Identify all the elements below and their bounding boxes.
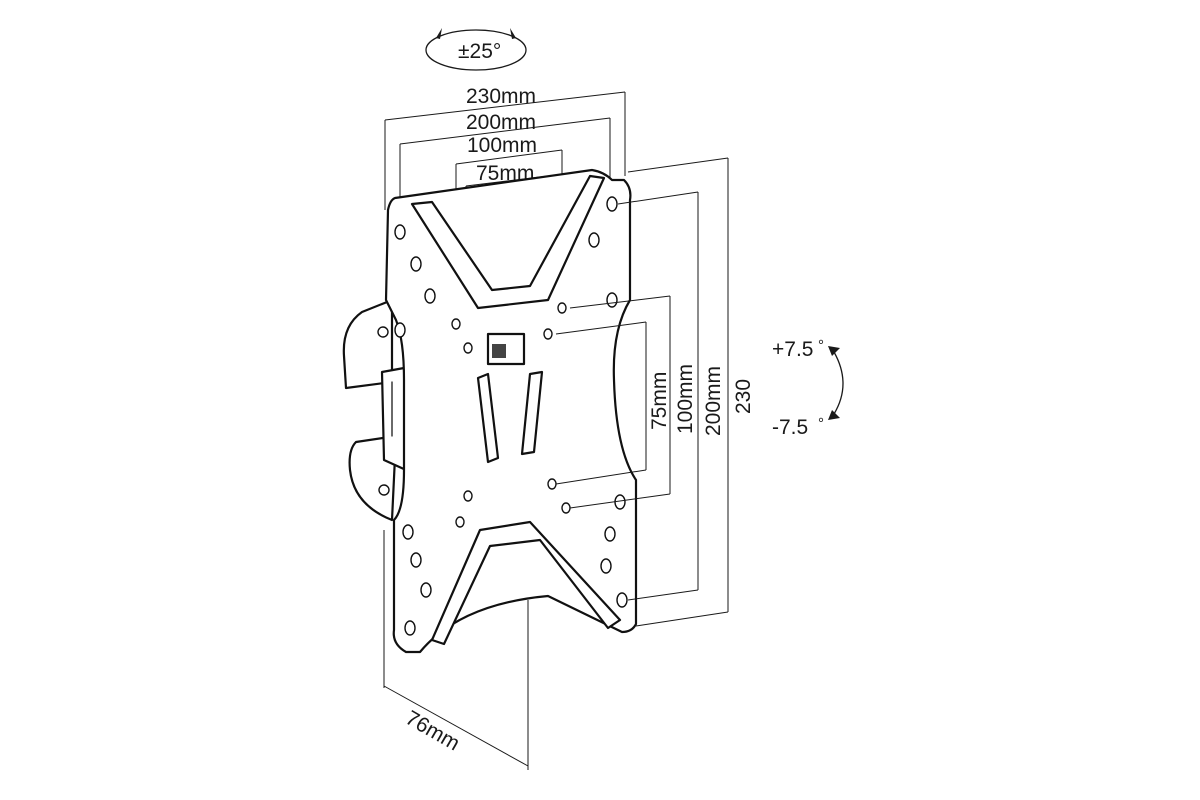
ext-h75-top bbox=[555, 321, 647, 335]
hole-230-tr bbox=[606, 196, 618, 212]
hole-100-tl bbox=[451, 318, 461, 330]
hole-200-tl bbox=[394, 322, 406, 338]
plate-holes bbox=[394, 196, 628, 636]
width-200-label: 200mm bbox=[466, 111, 536, 134]
ext-h100-top bbox=[569, 295, 671, 309]
bracket-hole-lower bbox=[378, 484, 390, 496]
height-dimensions: 75mm 100mm 200mm 230 bbox=[555, 157, 755, 627]
hole-75-tl bbox=[463, 342, 473, 354]
tilt-arrow-down-icon bbox=[828, 410, 840, 420]
hole-f bbox=[600, 558, 612, 574]
hole-c bbox=[424, 288, 436, 304]
depth-label: 76mm bbox=[402, 706, 464, 755]
plate-slot-left bbox=[476, 372, 500, 464]
tilt-down-label: -7.5 bbox=[772, 416, 808, 439]
hole-a bbox=[410, 256, 422, 272]
hole-230-tl bbox=[394, 224, 406, 240]
plate-lower-cutout bbox=[430, 520, 622, 646]
hole-100-bl bbox=[455, 516, 465, 528]
plate-upper-cutout bbox=[410, 174, 606, 310]
dim-line-200 bbox=[399, 117, 611, 145]
ext-h75-bottom bbox=[555, 469, 647, 485]
swivel-indicator: ±25° bbox=[425, 28, 527, 71]
dim-line-230 bbox=[384, 91, 626, 121]
ext-h100-bottom bbox=[569, 493, 671, 509]
dim-line-depth bbox=[383, 685, 529, 767]
hole-230-br bbox=[616, 592, 628, 608]
hole-75-br bbox=[547, 478, 557, 490]
ext-h200-bottom bbox=[627, 589, 699, 601]
width-100-label: 100mm bbox=[467, 134, 537, 157]
swivel-arrow-right-icon bbox=[510, 28, 516, 39]
hole-75-bl bbox=[463, 490, 473, 502]
tilt-up-degree: ° bbox=[818, 337, 824, 354]
wall-bracket bbox=[342, 298, 408, 522]
width-230-label: 230mm bbox=[466, 85, 536, 108]
hole-200-bl bbox=[402, 524, 414, 540]
hole-200-tr bbox=[606, 292, 618, 308]
hole-100-br bbox=[561, 502, 571, 514]
hole-200-br bbox=[614, 494, 626, 510]
hole-e bbox=[410, 552, 422, 568]
lock-tab-catch bbox=[492, 344, 506, 358]
height-230-label: 230 bbox=[732, 379, 755, 414]
swivel-arrow-left-icon bbox=[436, 28, 442, 39]
dim-line-100 bbox=[455, 149, 563, 165]
height-200-label: 200mm bbox=[702, 366, 725, 436]
ext-h230-top bbox=[627, 157, 729, 173]
swivel-label: ±25° bbox=[458, 40, 501, 63]
ext-h230-bottom bbox=[635, 611, 729, 627]
hole-g bbox=[420, 582, 432, 598]
tilt-up-label: +7.5 bbox=[772, 338, 813, 361]
bracket-pivot bbox=[380, 366, 408, 472]
plate-slot-right bbox=[520, 370, 544, 456]
vesa-plate bbox=[384, 168, 638, 654]
tilt-down-degree: ° bbox=[818, 415, 824, 432]
height-100-label: 100mm bbox=[674, 364, 697, 434]
bracket-upper-arm bbox=[342, 298, 394, 390]
hole-d bbox=[604, 526, 616, 542]
tilt-arrow-up-icon bbox=[828, 346, 840, 356]
hole-230-bl bbox=[404, 620, 416, 636]
tilt-indicator: +7.5 ° -7.5 ° bbox=[772, 337, 844, 439]
height-75-label: 75mm bbox=[648, 372, 671, 430]
hole-b bbox=[588, 232, 600, 248]
plate-outline bbox=[384, 168, 638, 654]
swivel-ellipse bbox=[425, 29, 527, 71]
ext-h200-top bbox=[617, 191, 699, 205]
bracket-hole-upper bbox=[377, 326, 389, 338]
tilt-arc bbox=[833, 351, 844, 415]
hole-100-tr bbox=[557, 302, 567, 314]
hole-75-tr bbox=[543, 328, 553, 340]
